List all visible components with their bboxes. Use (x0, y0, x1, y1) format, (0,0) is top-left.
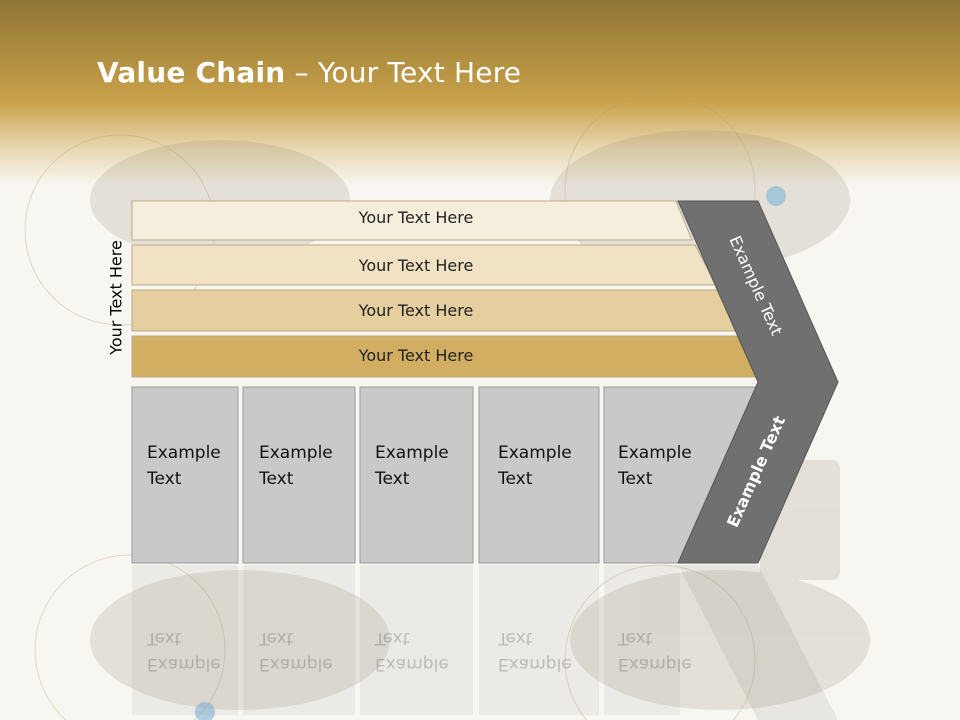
column-1-label: Example Text (147, 443, 221, 489)
column-3 (359, 386, 474, 564)
column-5-label: Example Text (618, 443, 692, 489)
bar-3-label: Your Text Here (358, 301, 474, 320)
column-4-label: Example Text (498, 443, 572, 489)
column-4-reflection: Example Text (498, 628, 572, 674)
bar-2-label: Your Text Here (358, 256, 474, 275)
bar-1-label: Your Text Here (358, 208, 474, 227)
column-2-reflection: Example Text (259, 628, 333, 674)
title-bold: Value Chain (97, 56, 286, 89)
slide-title: Value Chain – Your Text Here (97, 56, 521, 89)
chevron-shape (677, 200, 839, 564)
column-2 (242, 386, 356, 564)
column-4 (478, 386, 600, 564)
column-1-reflection: Example Text (147, 628, 221, 674)
column-3-label: Example Text (375, 443, 449, 489)
column-5-reflection: Example Text (618, 628, 692, 674)
column-1 (131, 386, 239, 564)
reflection (132, 565, 838, 720)
title-rest: – Your Text Here (285, 56, 522, 89)
bar-1 (131, 200, 693, 241)
column-3-reflection: Example Text (375, 628, 449, 674)
bar-4-label: Your Text Here (358, 346, 474, 365)
column-2-label: Example Text (259, 443, 333, 489)
